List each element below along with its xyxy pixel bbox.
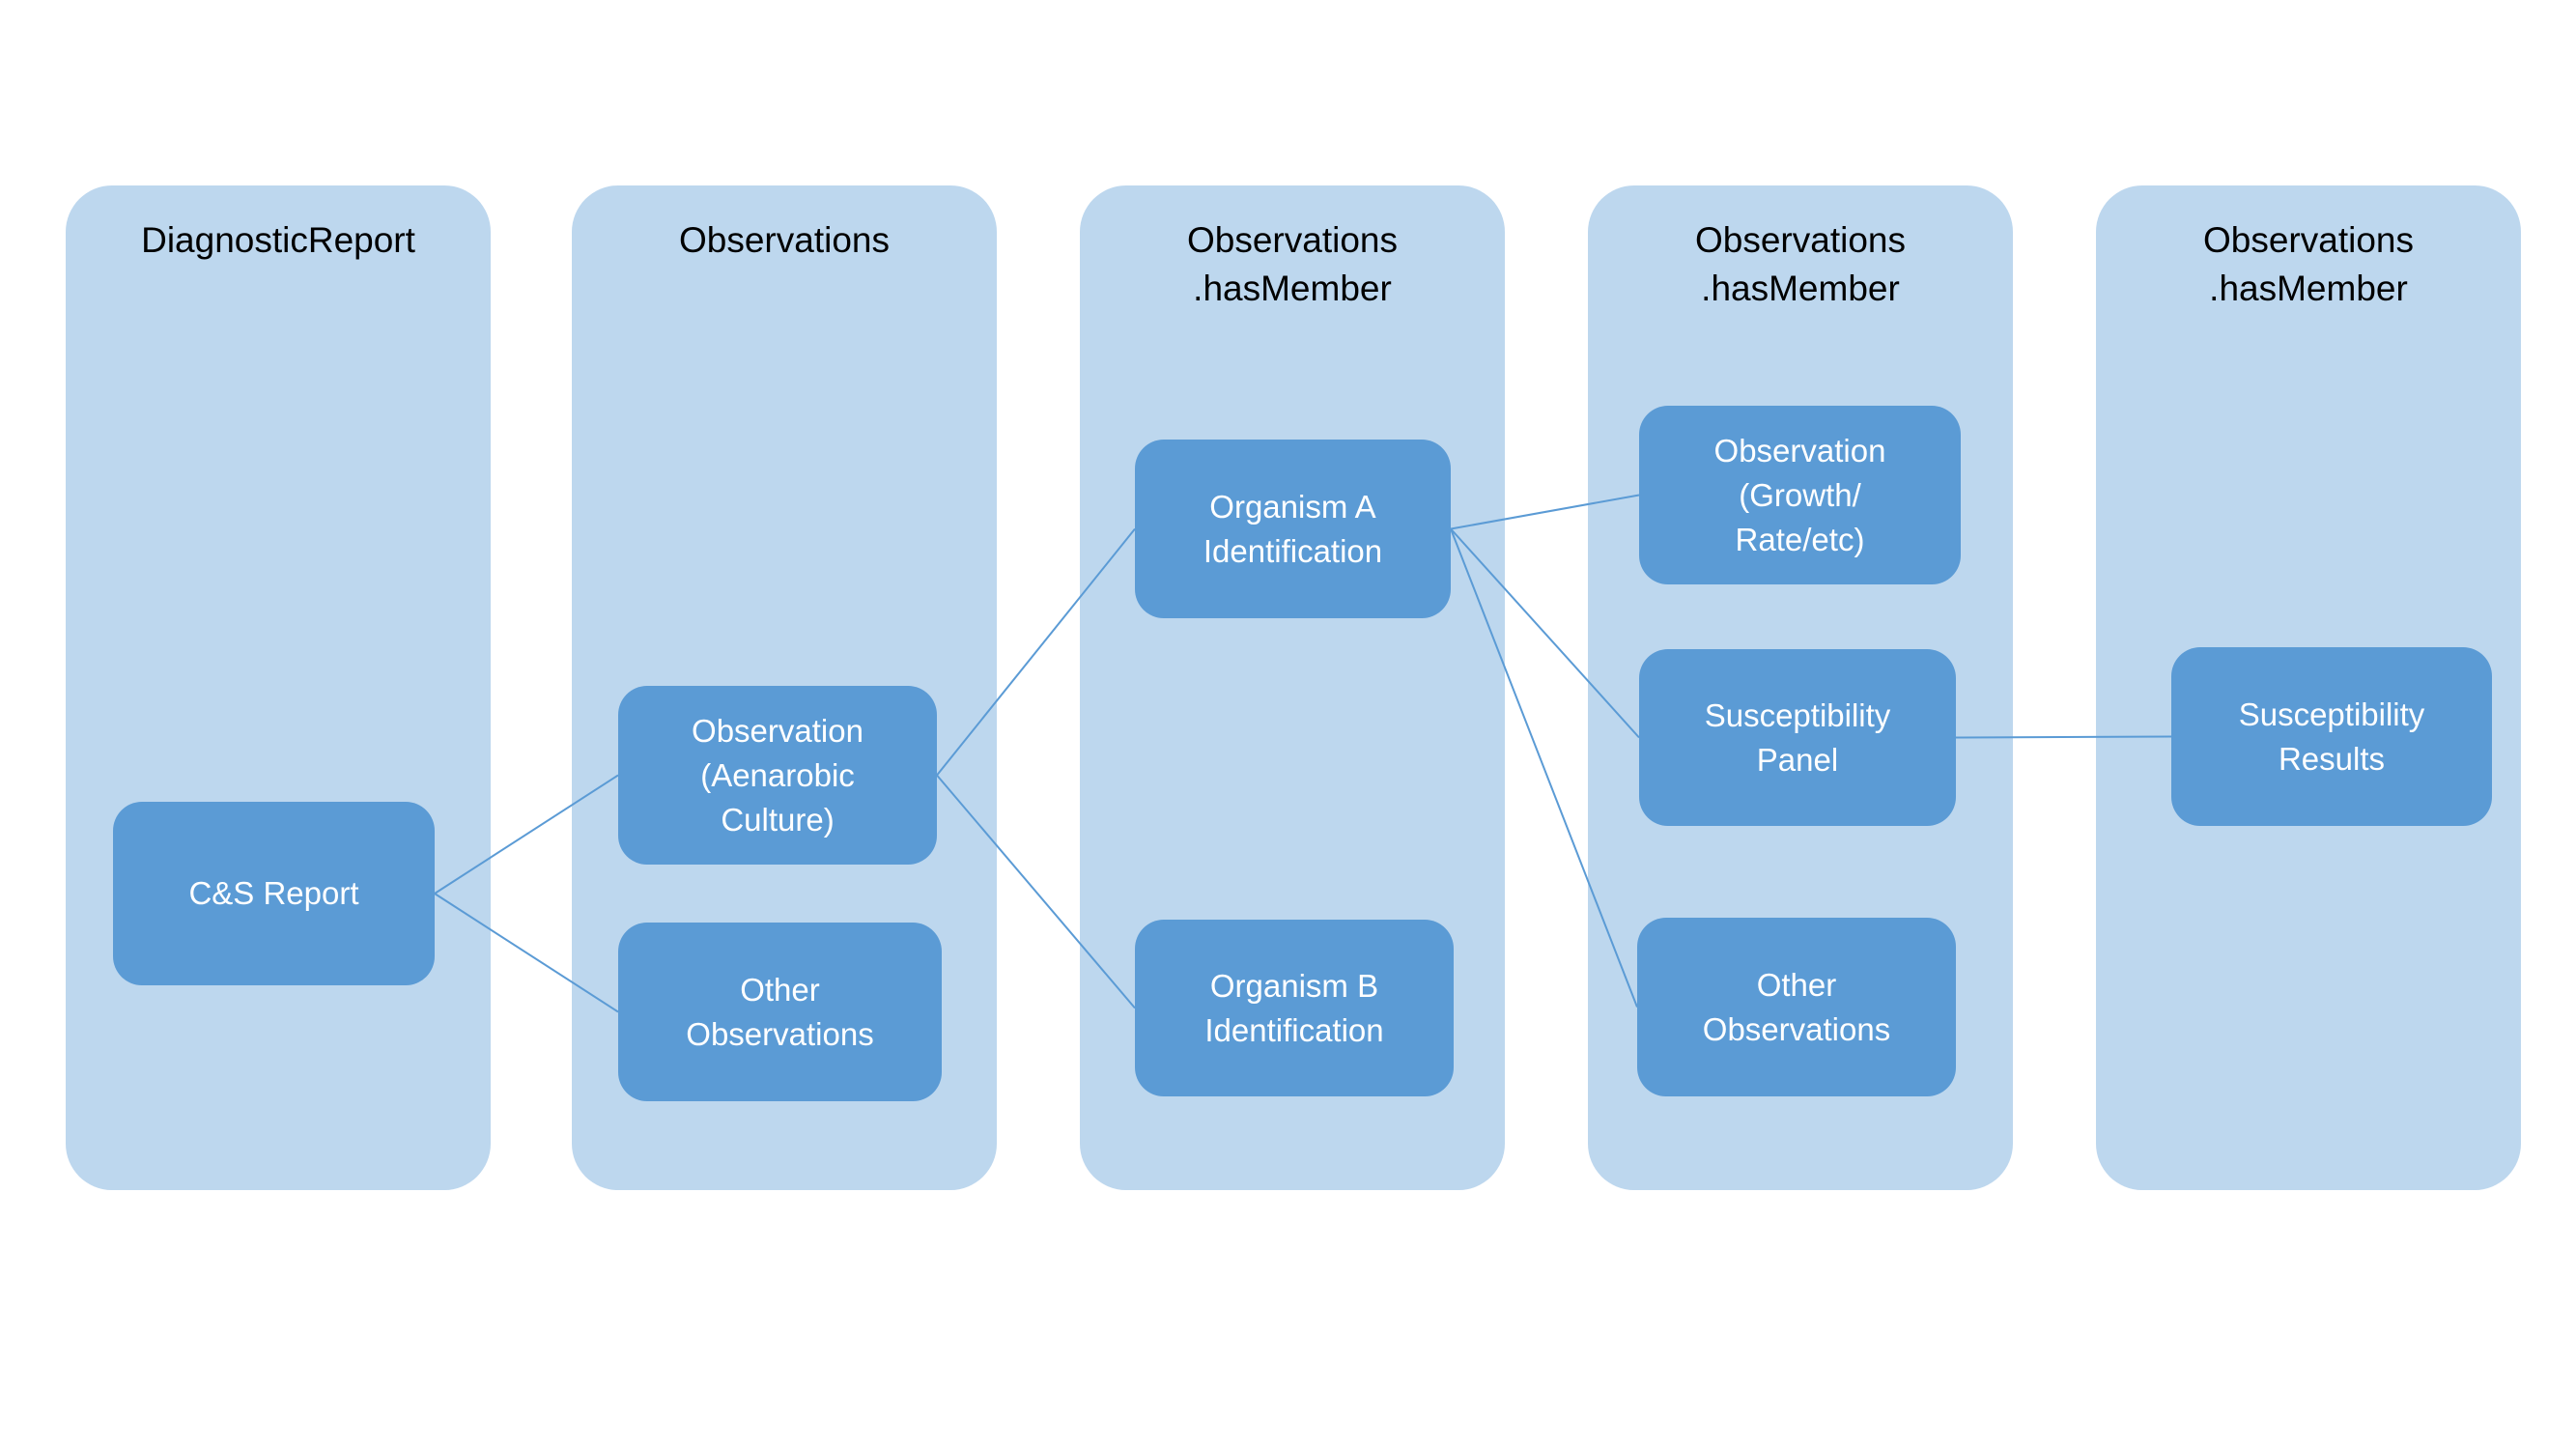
node-observation-growth-rate: Observation (Growth/ Rate/etc) [1639, 406, 1961, 584]
node-label-susceptibility-panel: Susceptibility Panel [1704, 696, 1891, 778]
node-other-observations-2: Other Observations [1637, 918, 1956, 1096]
column-header-observations-hasmember-1: Observations .hasMember [1187, 220, 1398, 308]
node-cs-report: C&S Report [113, 802, 435, 985]
node-label-cs-report: C&S Report [188, 875, 359, 911]
node-label-other-observations-1: Other Observations [686, 971, 874, 1052]
node-organism-b-identification: Organism B Identification [1135, 920, 1454, 1096]
column-header-observations-hasmember-3: Observations .hasMember [2203, 220, 2414, 308]
node-label-organism-a-identification: Organism A Identification [1203, 488, 1383, 569]
column-header-diagnosticreport: DiagnosticReport [141, 220, 415, 260]
node-susceptibility-results: Susceptibility Results [2171, 647, 2492, 826]
node-label-other-observations-2: Other Observations [1702, 966, 1891, 1047]
node-label-organism-b-identification: Organism B Identification [1204, 967, 1384, 1048]
node-label-observation-growth-rate: Observation (Growth/ Rate/etc) [1713, 432, 1886, 557]
column-header-observations: Observations [679, 220, 890, 260]
node-label-observation-aenarobic-culture: Observation (Aenarobic Culture) [692, 712, 863, 838]
node-observation-aenarobic-culture: Observation (Aenarobic Culture) [618, 686, 937, 865]
column-header-observations-hasmember-2: Observations .hasMember [1695, 220, 1906, 308]
node-susceptibility-panel: Susceptibility Panel [1639, 649, 1956, 826]
column-diagnosticreport: DiagnosticReport [66, 185, 491, 1190]
node-organism-a-identification: Organism A Identification [1135, 440, 1451, 618]
node-other-observations-1: Other Observations [618, 923, 942, 1101]
node-label-susceptibility-results: Susceptibility Results [2238, 696, 2425, 777]
